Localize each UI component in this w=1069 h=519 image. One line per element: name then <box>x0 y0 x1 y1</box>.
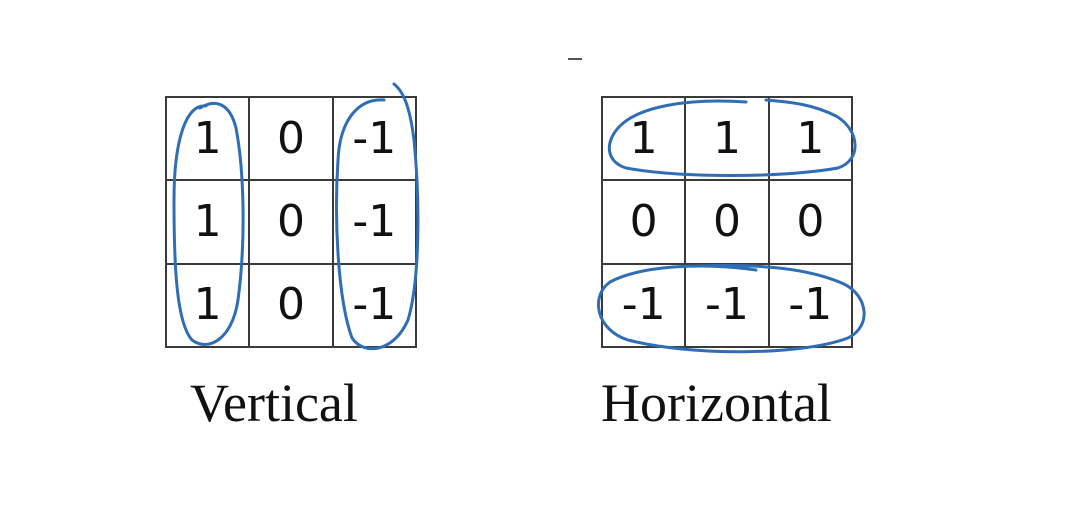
matrix-cell: 0 <box>250 181 334 265</box>
vertical-caption: Vertical <box>190 373 358 433</box>
matrix-cell: 0 <box>686 181 770 265</box>
matrix-cell: 1 <box>167 264 251 348</box>
matrix-cell: -1 <box>333 181 417 265</box>
matrix-cell: 0 <box>250 98 334 182</box>
matrix-cell: -1 <box>769 264 853 348</box>
matrix-cell: 0 <box>769 181 853 265</box>
matrix-cell: 1 <box>686 98 770 182</box>
matrix-cell: 1 <box>769 98 853 182</box>
matrix-cell: 0 <box>603 181 687 265</box>
horizontal-filter-matrix: 1 1 1 0 0 0 -1 -1 -1 <box>601 96 853 348</box>
vertical-filter-matrix: 1 0 -1 1 0 -1 1 0 -1 <box>165 96 417 348</box>
matrix-cell: 0 <box>250 264 334 348</box>
matrix-cell: -1 <box>686 264 770 348</box>
matrix-cell: -1 <box>333 264 417 348</box>
matrix-cell: -1 <box>333 98 417 182</box>
matrix-cell: 1 <box>167 98 251 182</box>
matrix-cell: 1 <box>603 98 687 182</box>
matrix-cell: -1 <box>603 264 687 348</box>
horizontal-caption: Horizontal <box>601 373 832 433</box>
stray-pen-mark <box>568 58 582 60</box>
matrix-cell: 1 <box>167 181 251 265</box>
